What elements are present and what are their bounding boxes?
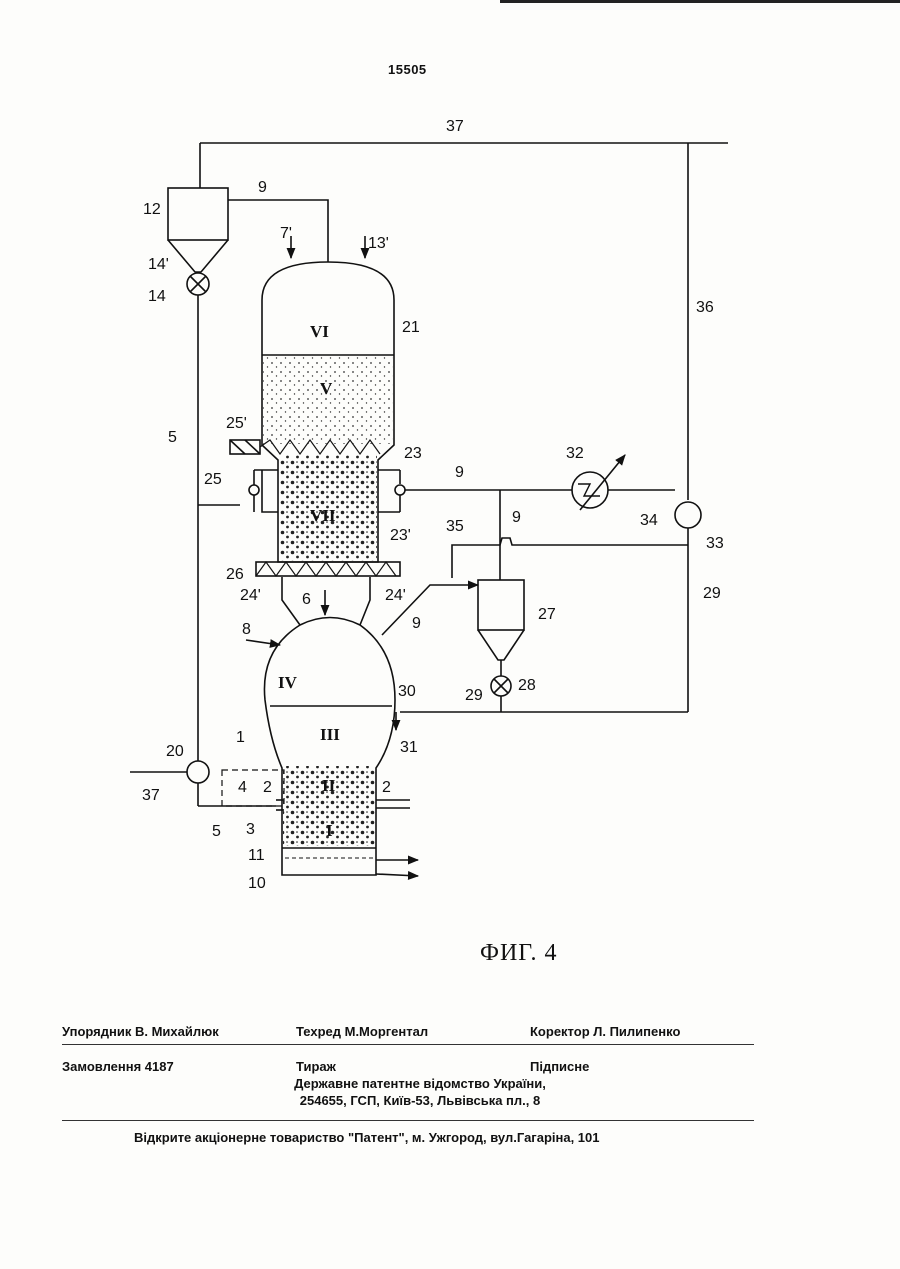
label-9-diag: 9: [412, 615, 421, 632]
subscription: Підписне: [530, 1059, 589, 1074]
label-33: 33: [706, 535, 724, 552]
label-37-bottom: 37: [142, 787, 160, 804]
compressor-20: [187, 761, 209, 783]
zone-vii: VII: [310, 506, 336, 525]
corrector: Коректор Л. Пилипенко: [530, 1024, 680, 1039]
label-2-right: 2: [382, 779, 391, 796]
label-12: 12: [143, 201, 161, 218]
label-25p: 25': [226, 415, 247, 432]
rule-1: [62, 1044, 754, 1045]
label-7p: 7': [280, 225, 292, 242]
label-3: 3: [246, 821, 255, 838]
label-5-left: 5: [168, 429, 177, 446]
label-2-left: 2: [263, 779, 272, 796]
cyclone-27: [478, 580, 524, 630]
figure-caption: ФИГ. 4: [480, 940, 557, 967]
label-29-right: 29: [703, 585, 721, 602]
tech-editor: Техред М.Моргентал: [296, 1024, 428, 1039]
publisher: Відкрите акціонерне товариство "Патент",…: [134, 1130, 600, 1145]
label-14: 14: [148, 288, 166, 305]
label-34: 34: [640, 512, 658, 529]
label-10: 10: [248, 875, 266, 892]
zone-iv: IV: [278, 673, 298, 692]
label-24p-left: 24': [240, 587, 261, 604]
label-20: 20: [166, 743, 184, 760]
label-9-mid: 9: [455, 464, 464, 481]
rule-2: [62, 1120, 754, 1121]
label-25: 25: [204, 471, 222, 488]
label-35: 35: [446, 518, 464, 535]
cyclone-12-cone: [168, 240, 228, 272]
zone-iii: III: [320, 725, 340, 744]
label-26: 26: [226, 566, 244, 583]
label-8: 8: [242, 621, 251, 638]
label-5-bottom: 5: [212, 823, 221, 840]
dashed-bypass: [222, 770, 284, 806]
compiler: Упорядник В. Михайлюк: [62, 1024, 219, 1039]
label-31: 31: [400, 739, 418, 756]
label-11: 11: [248, 847, 265, 864]
process-diagram: 37 9 12 14' 14 7' 13' 21 36 5 25' 25 23 …: [0, 0, 900, 930]
label-1: 1: [236, 729, 245, 746]
label-27: 27: [538, 606, 556, 623]
circulation: Тираж: [296, 1059, 336, 1074]
label-28: 28: [518, 677, 536, 694]
office-line-2: 254655, ГСП, Київ-53, Львівська пл., 8: [220, 1093, 620, 1108]
office-line-1: Державне патентне відомство України,: [220, 1076, 620, 1091]
label-14p: 14': [148, 256, 169, 273]
label-37-top: 37: [446, 118, 464, 135]
label-24p-right: 24': [385, 587, 406, 604]
label-13p: 13': [368, 235, 389, 252]
line-9-top: [228, 200, 328, 262]
zone-v: V: [320, 379, 333, 398]
label-29-bottom: 29: [465, 687, 483, 704]
order-number: Замовлення 4187: [62, 1059, 174, 1074]
label-23: 23: [404, 445, 422, 462]
label-21: 21: [402, 319, 420, 336]
label-32: 32: [566, 445, 584, 462]
blower-34: [675, 502, 701, 528]
label-4: 4: [238, 779, 247, 796]
label-30: 30: [398, 683, 416, 700]
zone-i: I: [326, 821, 333, 840]
label-6: 6: [302, 591, 311, 608]
heater-32: [572, 472, 608, 508]
label-9-top: 9: [258, 179, 267, 196]
label-23p: 23': [390, 527, 411, 544]
cyclone-12: [168, 188, 228, 240]
label-9-right: 9: [512, 509, 521, 526]
label-36: 36: [696, 299, 714, 316]
zone-vi: VI: [310, 322, 329, 341]
zone-ii: II: [322, 776, 336, 795]
